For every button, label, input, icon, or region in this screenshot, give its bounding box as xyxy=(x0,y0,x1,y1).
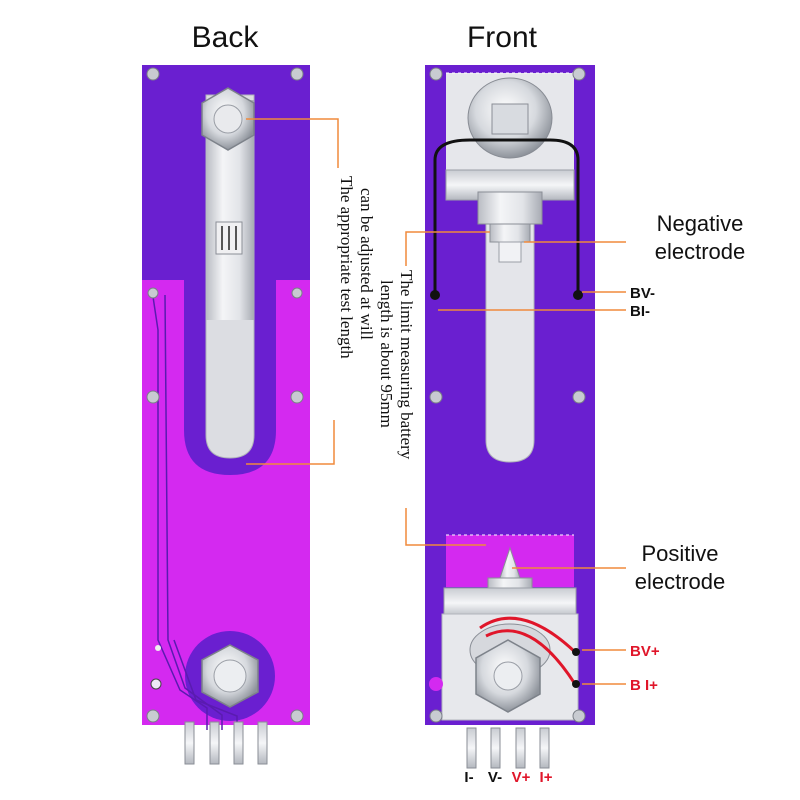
pin-label-i-minus: I- xyxy=(464,769,473,786)
front-screw xyxy=(572,390,586,404)
front-screw xyxy=(429,67,443,81)
bi-plus-label: B I+ xyxy=(630,677,658,694)
bv-plus-label: BV+ xyxy=(630,643,660,660)
negative-wire xyxy=(433,138,580,298)
front-screw xyxy=(429,390,443,404)
front-screw xyxy=(429,709,443,723)
pin-label-v-minus: V- xyxy=(488,769,502,786)
positive-electrode-label-2: electrode xyxy=(635,569,726,594)
front-pin xyxy=(539,727,550,769)
back-pin xyxy=(184,721,195,765)
back-screw xyxy=(290,709,304,723)
back-screw xyxy=(291,287,303,299)
front-title: Front xyxy=(467,21,538,54)
back-screw xyxy=(146,709,160,723)
back-screw xyxy=(290,67,304,81)
front-pin xyxy=(515,727,526,769)
svg-text:length is about 95mm: length is about 95mm xyxy=(377,280,396,428)
svg-text:can be adjusted at will: can be adjusted at will xyxy=(357,188,376,340)
pin-label-v-plus: V+ xyxy=(512,769,531,786)
negative-probe xyxy=(498,241,522,263)
back-length-callout-line xyxy=(246,118,339,168)
front-pin xyxy=(490,727,501,769)
front-screw xyxy=(572,709,586,723)
positive-electrode-label-1: Positive xyxy=(641,541,718,566)
back-pin xyxy=(233,721,244,765)
back-screw xyxy=(147,287,159,299)
back-pin xyxy=(257,721,268,765)
battery-length-note: The limit measuring battery length is ab… xyxy=(377,270,416,460)
bi-minus-label: BI- xyxy=(630,303,650,320)
svg-text:The appropriate test length: The appropriate test length xyxy=(337,176,356,359)
back-length-note: The appropriate test length can be adjus… xyxy=(337,176,376,359)
length-callout-line xyxy=(405,231,490,266)
negative-electrode-label-1: Negative xyxy=(657,211,744,236)
back-screw xyxy=(146,67,160,81)
negative-electrode-label-2: electrode xyxy=(655,239,746,264)
bv-minus-label: BV- xyxy=(630,285,655,302)
front-slot xyxy=(485,189,535,463)
back-board xyxy=(142,65,339,765)
front-pin xyxy=(466,727,477,769)
back-screw xyxy=(290,390,304,404)
back-title: Back xyxy=(192,21,260,54)
pin-label-i-plus: I+ xyxy=(540,769,553,786)
front-screw xyxy=(572,67,586,81)
svg-text:The limit measuring battery: The limit measuring battery xyxy=(397,270,416,460)
back-screw xyxy=(146,390,160,404)
back-pin xyxy=(209,721,220,765)
front-board xyxy=(405,65,626,769)
positive-wire xyxy=(479,616,577,654)
